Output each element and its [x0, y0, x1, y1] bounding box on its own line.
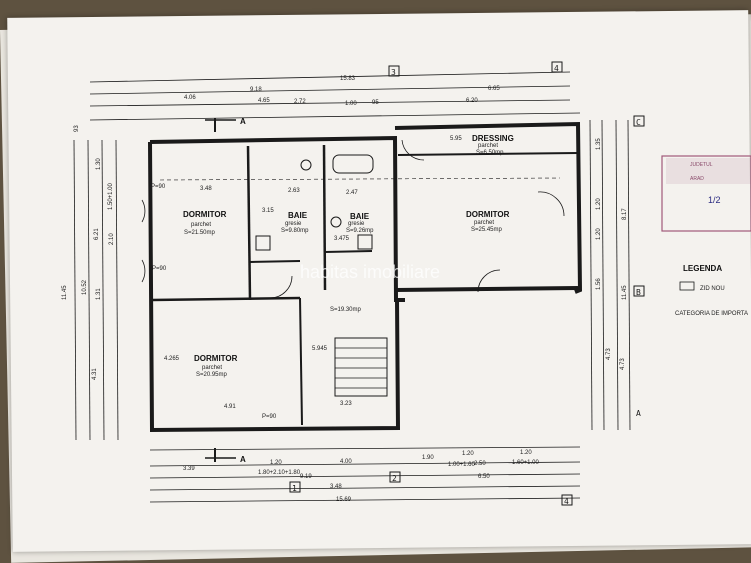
dim-bottom-3: 1.90	[422, 455, 434, 461]
dim-right-4: 8.17	[622, 208, 628, 220]
room-area-dormitor-e: S=25.45mp	[471, 227, 503, 233]
axis-label-4-top: 4	[554, 64, 559, 73]
dim-bottom-11: 3.48	[330, 484, 342, 490]
axis-label-3: 3	[391, 68, 396, 77]
dim-left-5: 1.50+1.00	[108, 182, 114, 210]
dim-top-1: 9.18	[250, 87, 262, 93]
dim-interior-9: 5.945	[312, 346, 328, 352]
dim-top-8: 6.20	[466, 98, 478, 104]
dim-right-7: 1.56	[596, 278, 602, 290]
dim-left-0: 11.45	[62, 285, 68, 300]
dim-top-5: 2.72	[294, 99, 306, 105]
axis-label-4-bottom: 4	[564, 497, 569, 506]
dim-right-6: 4.73	[620, 358, 626, 370]
dim-interior-6: 4.265	[164, 356, 180, 362]
stamp-line1: JUDETUL	[690, 162, 713, 168]
dim-right-5: 4.73	[606, 348, 612, 360]
axis-label-c: C	[636, 118, 641, 127]
dim-top-2: 6.65	[488, 86, 500, 92]
room-floor-dormitor-e: parchet	[474, 220, 494, 226]
section-mark-top: A	[240, 117, 246, 126]
dim-interior-11: P=90	[151, 184, 166, 190]
axis-label-1: 1	[292, 484, 297, 493]
dim-left-6: 2.10	[109, 233, 115, 245]
axis-label-2: 2	[392, 474, 397, 483]
dim-bottom-2: 4.00	[340, 459, 352, 465]
legend-new-wall: ZID NOU	[700, 286, 725, 292]
room-area-hol: S=19.30mp	[330, 307, 362, 313]
stamp-line2: ARAD	[690, 176, 704, 182]
room-floor-dormitor-nw: parchet	[191, 222, 211, 228]
legend-category: CATEGORIA DE IMPORTA	[675, 311, 748, 317]
room-floor-baie-1: gresie	[285, 221, 302, 227]
dim-bottom-9: 1.60+1.00	[512, 460, 540, 466]
dim-interior-3: 5.95	[450, 136, 462, 142]
dim-top-7: 95	[372, 100, 379, 106]
section-mark-bottom: A	[240, 455, 246, 464]
dim-interior-12: P=90	[152, 266, 167, 272]
dim-left-1: 10.52	[82, 279, 88, 295]
room-floor-dressing: parchet	[478, 143, 498, 149]
dim-bottom-12: 6.50	[478, 474, 490, 480]
dim-bottom-6: 1.80+2.10+1.80	[258, 470, 301, 476]
dim-interior-1: 2.63	[288, 188, 300, 194]
room-area-dormitor-sw: S=20.95mp	[196, 372, 228, 378]
watermark: habitas imobiliare	[300, 262, 440, 282]
dimension-labels: 15.83 9.18 6.65 4.06 4.65 2.72 1.00 95 6.20 3.39 1…	[62, 76, 628, 503]
dim-bottom-8: 2.50	[474, 461, 486, 467]
dim-bottom-0: 3.39	[183, 466, 195, 472]
room-name-dormitor-sw: DORMITOR	[194, 354, 238, 363]
dim-right-1: 1.20	[596, 198, 602, 210]
dim-left-4: 1.30	[96, 158, 102, 170]
dim-interior-8: 3.475	[334, 236, 350, 242]
room-area-dormitor-nw: S=21.50mp	[184, 230, 216, 236]
dim-left-2: 6.21	[94, 228, 100, 240]
room-area-dressing: S=6.50mp	[476, 150, 504, 156]
room-name-baie-1: BAIE	[288, 211, 308, 220]
axis-label-a: A	[636, 409, 641, 418]
dim-interior-4: 4.91	[224, 404, 236, 410]
stamp-number: 1/2	[708, 195, 721, 205]
dim-left-8: 93	[74, 125, 80, 132]
room-floor-baie-2: gresie	[348, 221, 365, 227]
room-name-baie-2: BAIE	[350, 212, 370, 221]
dim-bottom-10: 9.19	[300, 474, 312, 480]
dim-interior-10: P=90	[262, 414, 277, 420]
room-name-dressing: DRESSING	[472, 134, 514, 143]
dim-bottom-1: 1.20	[270, 460, 282, 466]
legend-title: LEGENDA	[683, 264, 722, 273]
dim-bottom-5: 1.20	[520, 450, 532, 456]
dim-bottom-4: 1.20	[462, 451, 474, 457]
dim-right-0: 1.35	[596, 138, 602, 150]
dim-top-0: 15.83	[340, 76, 356, 82]
dim-right-3: 11.45	[622, 285, 628, 300]
room-name-dormitor-nw: DORMITOR	[183, 210, 227, 219]
axis-label-b: B	[636, 288, 641, 297]
room-area-baie-2: S=9.26mp	[346, 228, 374, 234]
dim-interior-5: 3.23	[340, 401, 352, 407]
dim-interior-0: 3.48	[200, 186, 212, 192]
municipal-stamp: JUDETUL ARAD 1/2	[661, 155, 751, 232]
dim-right-2: 1.20	[596, 228, 602, 240]
room-name-dormitor-e: DORMITOR	[466, 210, 510, 219]
dim-interior-2: 2.47	[346, 190, 358, 196]
dim-top-6: 1.00	[345, 101, 357, 107]
dim-bottom-13: 15.69	[336, 497, 352, 503]
room-floor-dormitor-sw: parchet	[202, 365, 222, 371]
dim-top-4: 4.65	[258, 98, 270, 104]
dim-bottom-7: 1.00+1.60	[448, 462, 476, 468]
dim-left-3: 4.31	[92, 368, 98, 380]
room-area-baie-1: S=9.80mp	[281, 228, 309, 234]
dim-interior-7: 3.15	[262, 208, 274, 214]
dim-left-7: 1.31	[96, 288, 102, 300]
dim-top-3: 4.06	[184, 95, 196, 101]
